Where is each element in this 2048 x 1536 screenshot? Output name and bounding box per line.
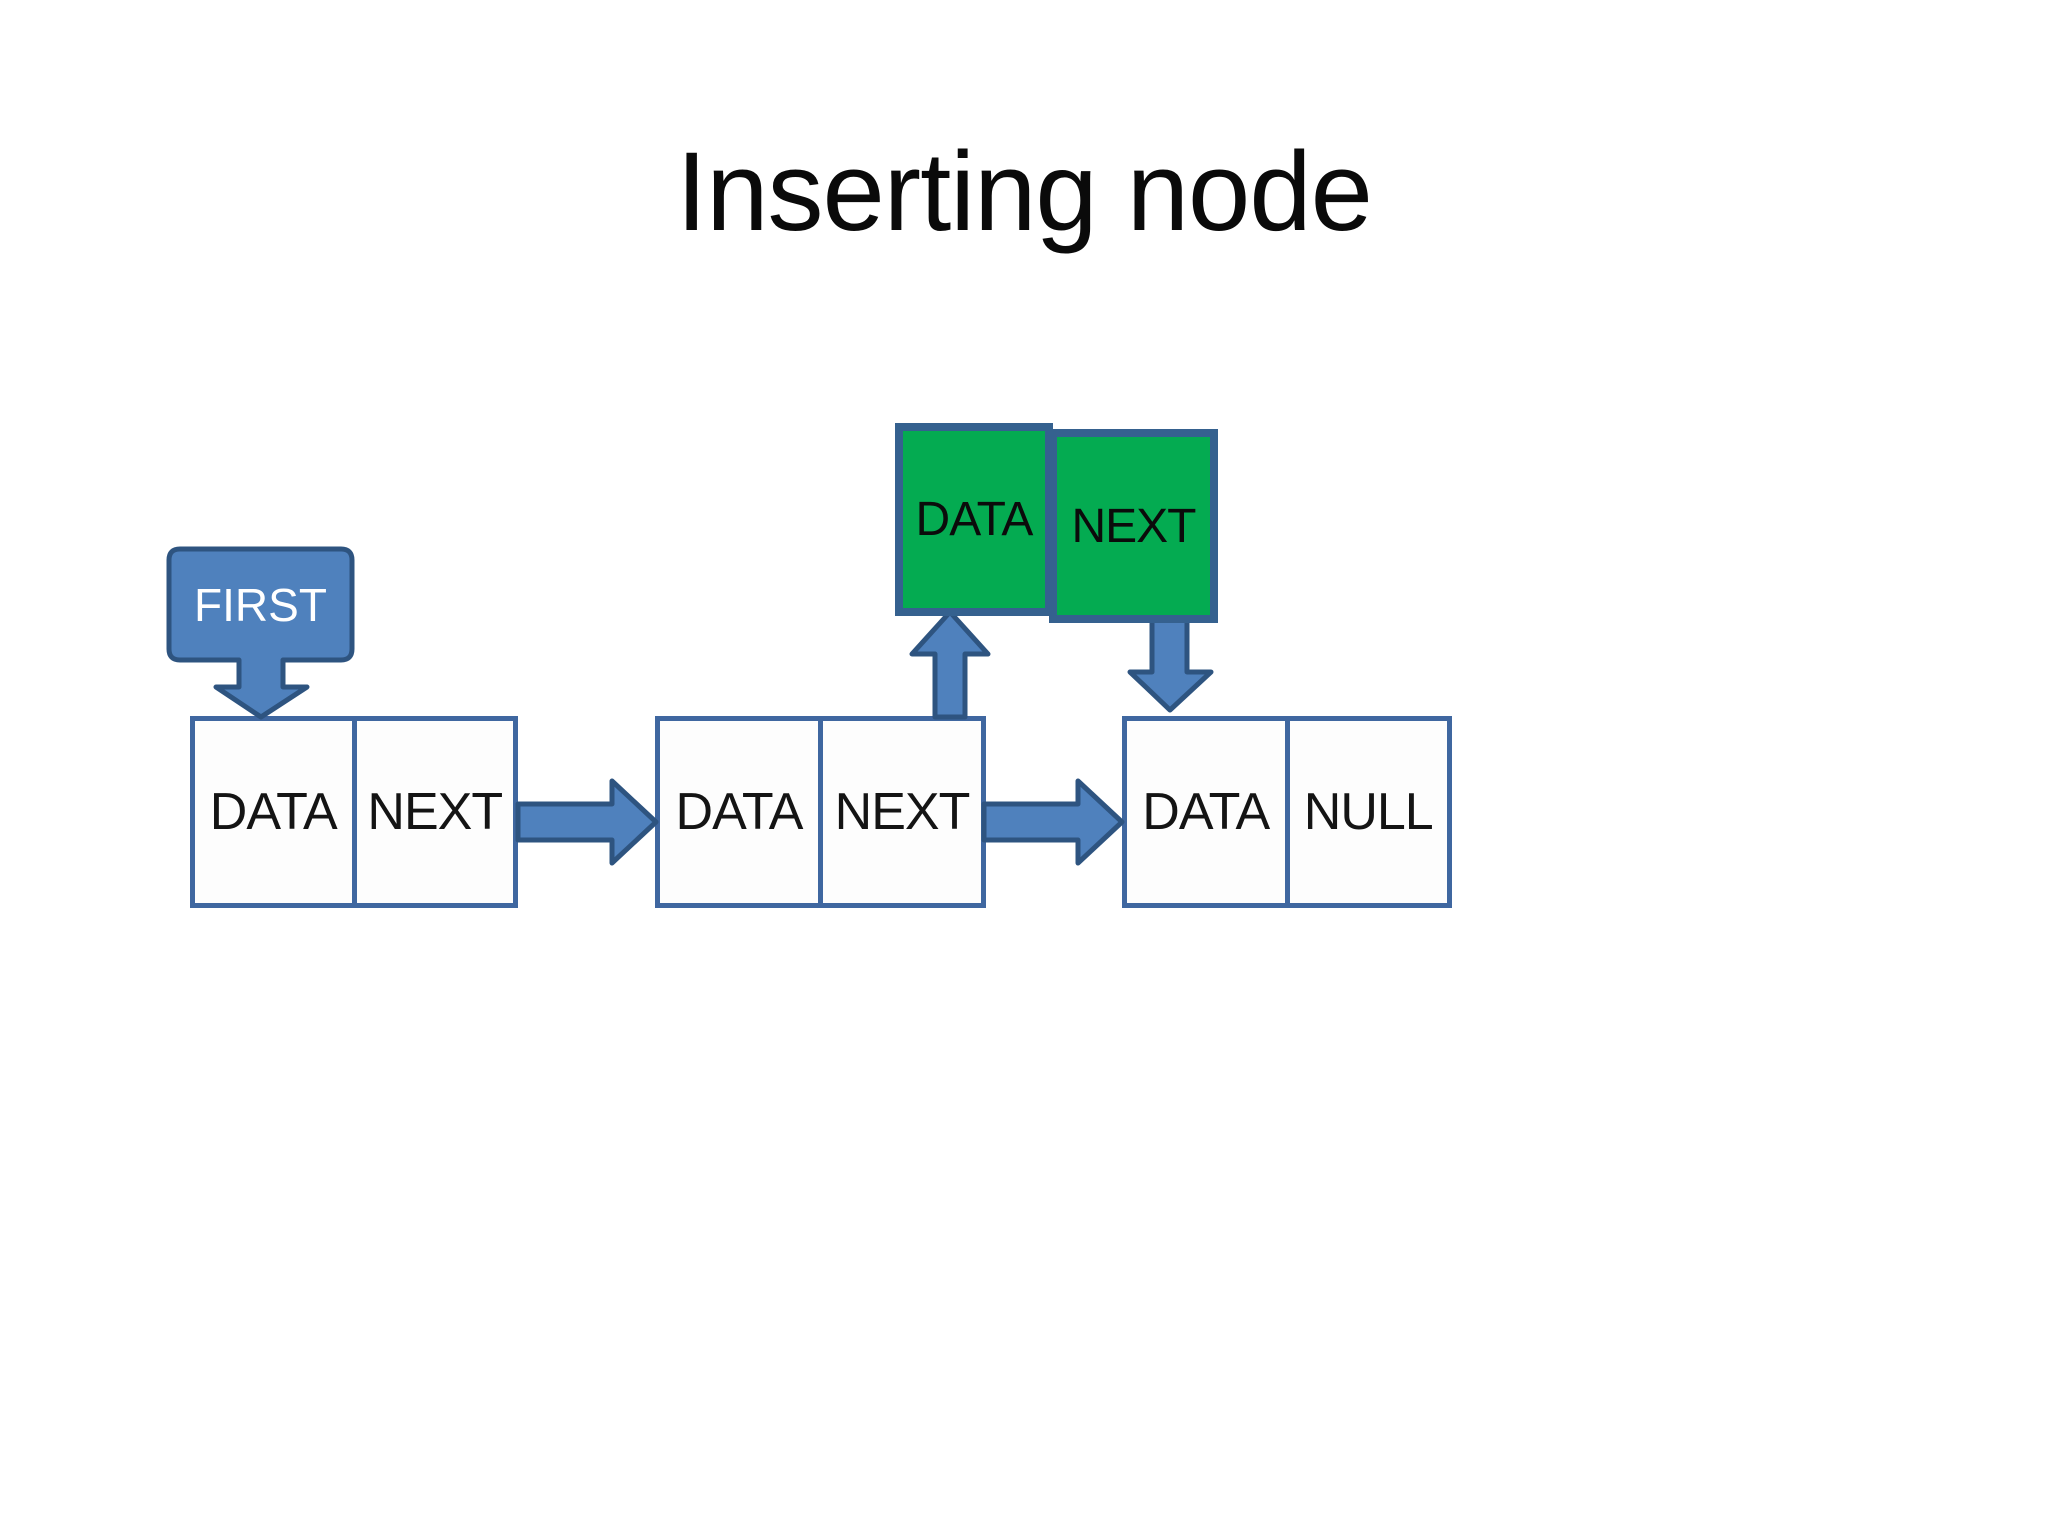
- link-arrow-node1-node2-icon: [515, 778, 659, 866]
- slide-title: Inserting node: [676, 129, 1373, 254]
- new-node-next-cell: NEXT: [1049, 429, 1218, 623]
- new-node-data-cell: DATA: [895, 423, 1053, 616]
- up-arrow-node2-newnode-icon: [909, 609, 991, 720]
- first-pointer-label: FIRST: [194, 578, 327, 631]
- node2-next-cell: NEXT: [818, 716, 986, 908]
- down-arrow-newnode-node3-icon: [1127, 617, 1214, 713]
- list-node-3: DATA NULL: [1122, 716, 1452, 908]
- node1-data-cell: DATA: [190, 716, 357, 908]
- node3-data-cell: DATA: [1122, 716, 1290, 908]
- link-arrow-node2-node3-icon: [981, 778, 1125, 866]
- node3-null-cell: NULL: [1284, 716, 1452, 908]
- list-node-2: DATA NEXT: [655, 716, 986, 908]
- node2-data-cell: DATA: [655, 716, 823, 908]
- first-pointer-callout: [166, 546, 355, 720]
